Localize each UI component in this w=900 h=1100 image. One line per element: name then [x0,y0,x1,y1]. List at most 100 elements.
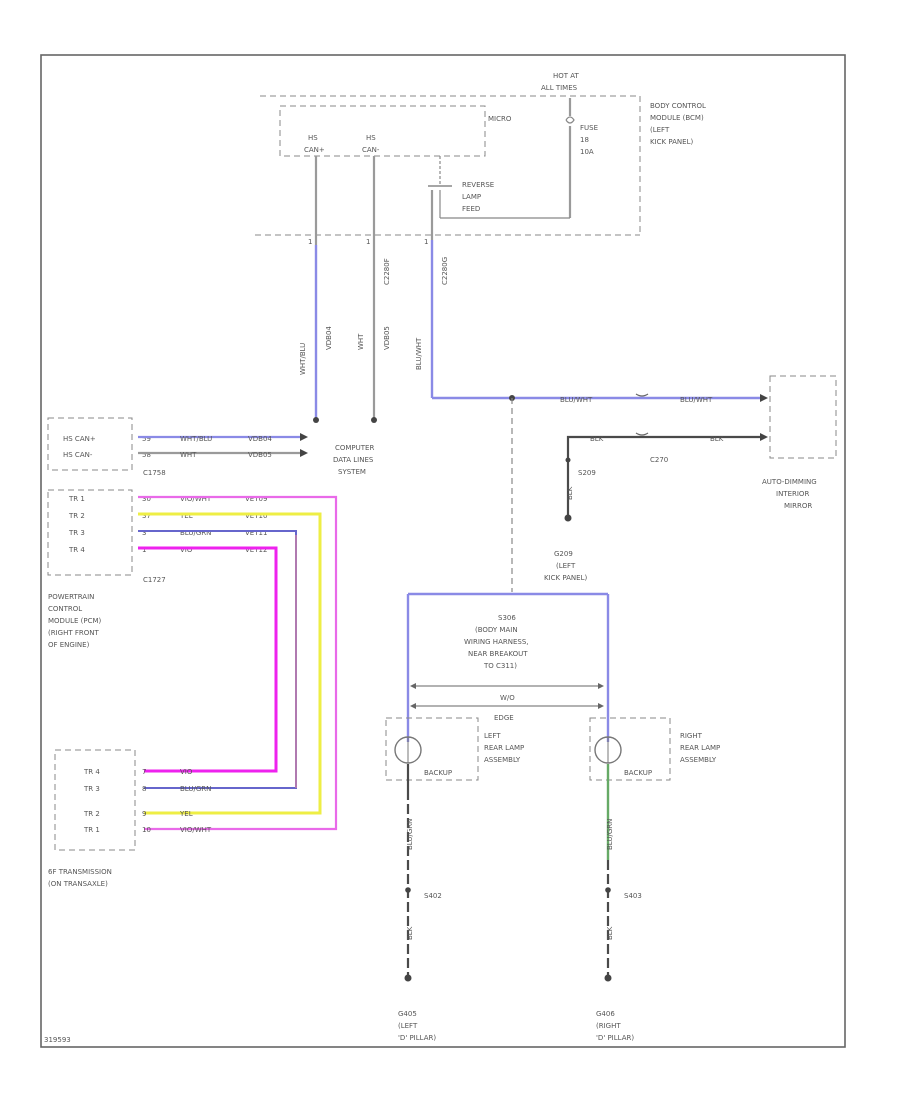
pcm-hs-plus-circuit: VDB04 [248,435,272,443]
g406-2: (RIGHT [596,1022,621,1030]
right-wire-low: BLK [606,926,614,940]
pcm-name-2: CONTROL [48,605,82,613]
tr-circuit-2: VET10 [245,512,267,520]
hs-can-minus-2: CAN- [362,146,380,154]
pcm-name-5: OF ENGINE) [48,641,90,649]
g209-2: (LEFT [556,562,576,570]
micro-label: MICRO [488,115,512,123]
tr-circuit-3: VET11 [245,529,267,537]
tr-pin-3: 3 [142,529,146,537]
pcm-box-bottom [47,489,133,576]
pin-mid: 1 [366,238,370,246]
pcm-box-top [47,417,133,471]
tr-circuit-1: VET09 [245,495,267,503]
c270-label: C270 [650,456,668,464]
tr-label-1: TR 1 [68,495,85,503]
hot-at-label-1: HOT AT [553,72,580,80]
left-wire-mid: BLU/GRN [406,819,414,850]
trans-pin-3: 9 [142,810,146,818]
pcm-module: HS CAN+ HS CAN- C1758 59 58 WHT/BLU VDB0… [47,417,308,649]
comp-data-3: SYSTEM [338,468,366,476]
g405-1: G405 [398,1010,417,1018]
tr-wiring [138,495,338,831]
g209-3: KICK PANEL) [544,574,587,582]
pcm-pin-b: 58 [142,451,151,459]
mirror-label-2: INTERIOR [776,490,809,498]
blk-1: BLK [590,435,604,443]
trans-label-4: TR 1 [83,826,100,834]
pcm-pin-a: 59 [142,435,151,443]
pcm-name-3: MODULE (PCM) [48,617,101,625]
note-bar-2: EDGE [494,714,514,722]
rear-lamps: S306 (BODY MAIN WIRING HARNESS, NEAR BRE… [385,398,720,1042]
pcm-conn-bottom: C1727 [143,576,166,584]
reverse-lamp-2: LAMP [462,193,481,201]
pcm-conn-top: C1758 [143,469,166,477]
pcm-hs-can-minus: HS CAN- [63,451,93,459]
tr-color-4: VIO [180,546,193,554]
g405-2: (LEFT [398,1022,418,1030]
mirror-label-3: MIRROR [784,502,812,510]
tr-color-3: BLU/GRN [180,529,211,537]
left-lamp-box [385,717,479,781]
backup-left: BACKUP [424,769,452,777]
pcm-name-4: (RIGHT FRONT [48,629,99,637]
bcm-left-wire-circuit: VDB04 [325,326,333,350]
comp-data-2: DATA LINES [333,456,374,464]
tr-pin-1: 30 [142,495,151,503]
tr-pin-2: 37 [142,512,151,520]
fuse-label-1: FUSE [580,124,598,132]
s209-label: S209 [578,469,596,477]
tr-color-2: YEL [179,512,193,520]
trans-color-3: YEL [179,810,193,818]
bcm-right-wire-color: BLU/WHT [415,337,423,370]
comp-data-1: COMPUTER [335,444,374,452]
trans-pin-1: 7 [142,768,146,776]
trans-pin-2: 8 [142,785,146,793]
wire-blk-mirror [566,435,765,515]
mirror-box [769,375,837,459]
tr-circuit-4: VET12 [245,546,267,554]
mirror-label-1: AUTO-DIMMING [762,478,817,486]
trans-label-1: TR 4 [83,768,100,776]
trans-name-1: 6F TRANSMISSION [48,868,112,876]
right-lamp-label-1: RIGHT [680,732,703,740]
g209-1: G209 [554,550,573,558]
transmission: TR 4 TR 3 TR 2 TR 1 7 8 9 10 VIO BLU/GRN… [48,749,212,888]
pcm-hs-minus-circuit: VDB05 [248,451,272,459]
trans-label-3: TR 2 [83,810,100,818]
reverse-lamp-3: FEED [462,205,480,213]
wire-tr3 [138,530,297,789]
right-wire-mid: BLU/GRN [606,819,614,850]
fuse-label-3: 10A [580,148,594,156]
pcm-hs-plus-wire: WHT/BLU [180,435,212,443]
tr-color-1: VIO/WHT [180,495,212,503]
bcm-mid-conn: C2280F [383,258,391,285]
s402-label: S402 [424,892,442,900]
left-lamp-label-2: REAR LAMP [484,744,524,752]
fuse-label-2: 18 [580,136,589,144]
tr-pin-4: 1 [142,546,146,554]
bcm-label-3: (LEFT [650,126,670,134]
right-lamp-box [589,717,671,781]
tr-label-2: TR 2 [68,512,85,520]
wire-tr2 [138,512,322,815]
right-lamp-label-3: ASSEMBLY [680,756,717,764]
bcm-mid-wire-circuit: VDB05 [383,326,391,350]
g406-1: G406 [596,1010,615,1018]
mirror-branch: BLU/WHT BLU/WHT BLK BLK C270 S209 BLK G2… [432,375,837,582]
g406-3: 'D' PILLAR) [596,1034,634,1042]
hs-can-plus-1: HS [308,134,318,142]
s306-1: S306 [498,614,516,622]
s306-3: WIRING HARNESS, [464,638,529,646]
wire-tr1 [138,495,338,831]
pin-left: 1 [308,238,312,246]
wire-tr4 [138,546,278,773]
left-lamp-label-1: LEFT [484,732,501,740]
s306-5: TO C311) [483,662,517,670]
reverse-lamp-1: REVERSE [462,181,494,189]
bcm-label-1: BODY CONTROL [650,102,706,110]
hot-at-label-2: ALL TIMES [541,84,578,92]
bcm-mid-wire-color: WHT [357,333,365,350]
